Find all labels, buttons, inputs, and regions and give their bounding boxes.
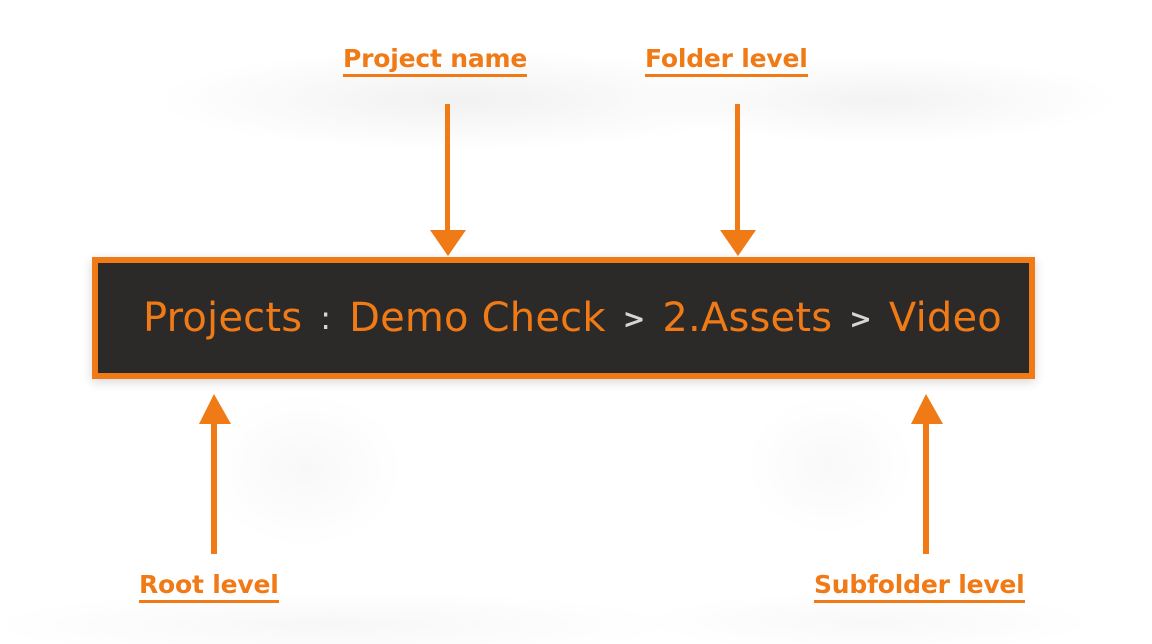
annotation-label-root-level: Root level: [139, 572, 279, 603]
breadcrumb-item-root[interactable]: Projects: [143, 295, 303, 341]
annotation-label-folder-level: Folder level: [645, 46, 808, 77]
arrow-up-root-level: [199, 394, 231, 554]
arrow-down-project-name: [430, 104, 466, 256]
breadcrumb-bar: Projects : Demo Check > 2.Assets > Video: [92, 257, 1035, 379]
annotation-label-subfolder-level: Subfolder level: [814, 572, 1025, 603]
breadcrumb-item-project[interactable]: Demo Check: [349, 295, 606, 341]
breadcrumb-colon-separator: :: [320, 299, 332, 337]
chevron-right-icon: >: [849, 304, 872, 335]
chevron-right-icon: >: [622, 304, 646, 335]
breadcrumb: Projects : Demo Check > 2.Assets > Video: [98, 298, 1002, 338]
annotation-label-project-name: Project name: [343, 46, 527, 77]
arrow-down-folder-level: [720, 104, 756, 256]
arrow-up-subfolder-level: [911, 394, 943, 554]
breadcrumb-item-subfolder[interactable]: Video: [888, 295, 1002, 341]
breadcrumb-item-folder[interactable]: 2.Assets: [662, 295, 833, 341]
